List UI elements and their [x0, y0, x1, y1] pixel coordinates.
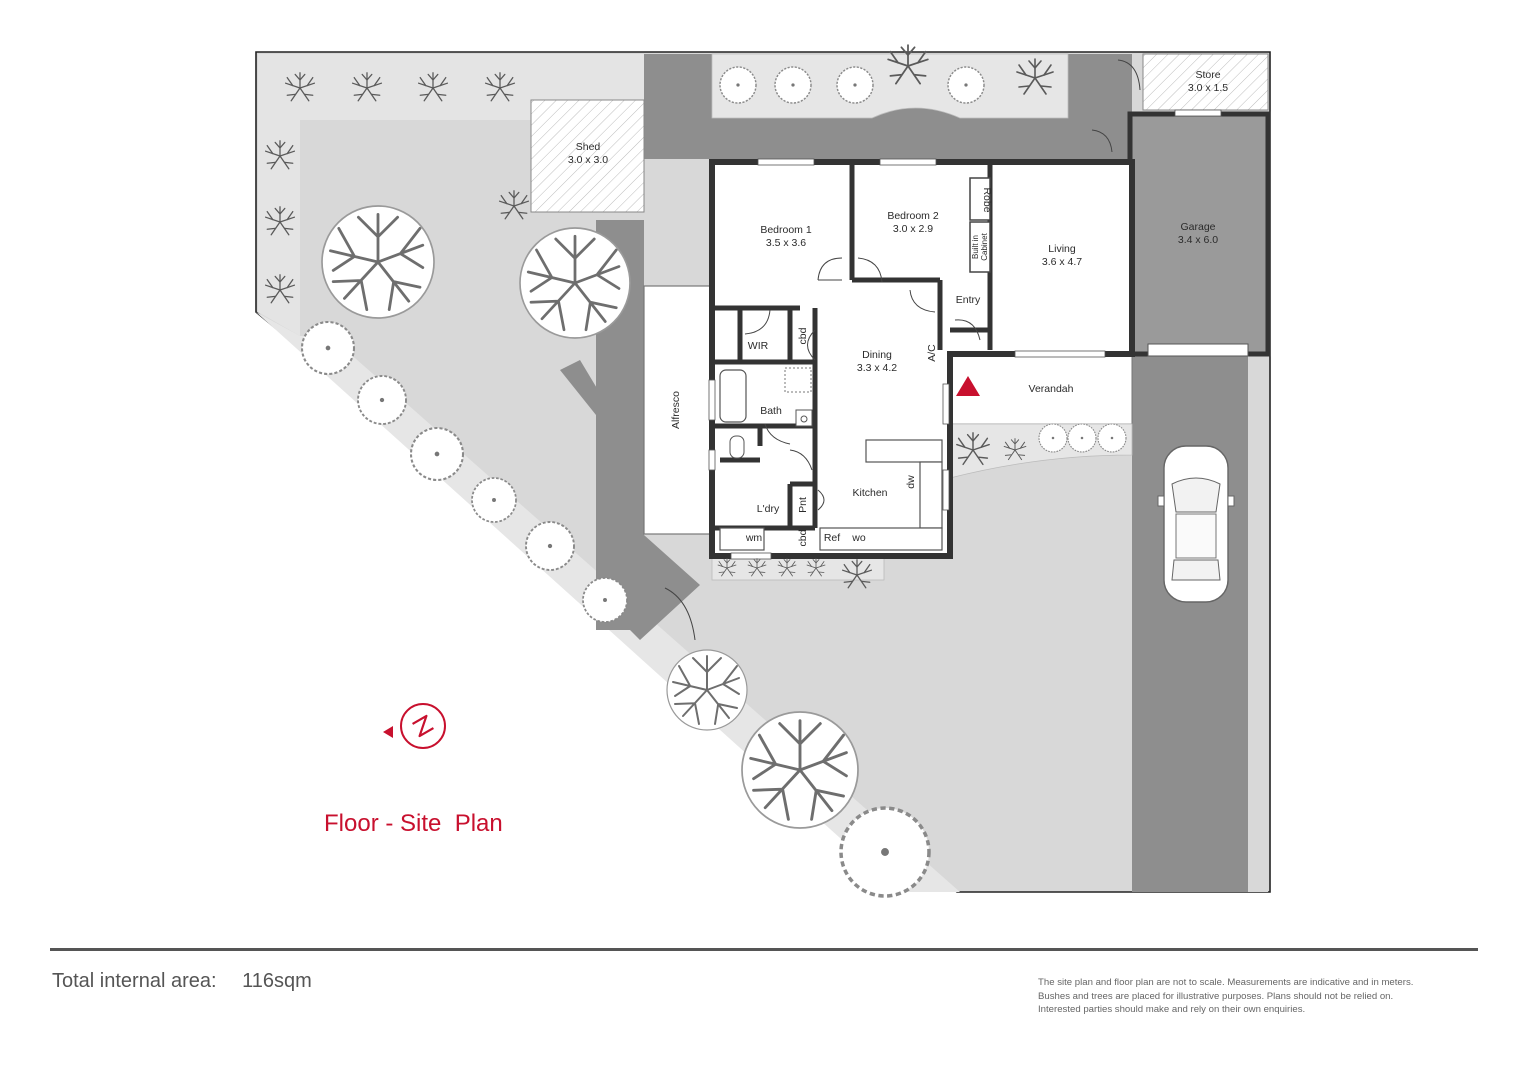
robe-label: Robe [981, 187, 993, 212]
dining-name: Dining [862, 349, 892, 361]
verandah-label: Verandah [1029, 383, 1074, 395]
cabinet-label-2: Cabinet [980, 232, 989, 260]
disclaimer-line: Bushes and trees are placed for illustra… [1038, 990, 1394, 1002]
store-name: Store [1195, 69, 1220, 81]
disclaimer-line: Interested parties should make and rely … [1038, 1004, 1306, 1015]
dw-label: dw [905, 475, 917, 489]
alfresco-label: Alfresco [670, 391, 682, 429]
bedroom2-name: Bedroom 2 [887, 210, 939, 222]
garage-size: 3.4 x 6.0 [1178, 234, 1218, 246]
total-area-label: Total internal area: [52, 970, 217, 992]
dining-size: 3.3 x 4.2 [857, 362, 897, 374]
bedroom2-size: 3.0 x 2.9 [893, 223, 933, 235]
cbd-label-top: cbd [797, 327, 809, 344]
total-area-value: 116sqm [242, 970, 312, 992]
plan-title: Floor - Site Plan [324, 810, 503, 837]
verandah [949, 353, 1133, 425]
laundry-label: L'dry [757, 503, 780, 515]
bedroom1-name: Bedroom 1 [760, 224, 812, 236]
wir-label: WIR [748, 340, 769, 352]
bath-label: Bath [760, 405, 782, 417]
disclaimer: The site plan and floor plan are not to … [1038, 976, 1488, 1017]
shed [530, 99, 645, 213]
store-size: 3.0 x 1.5 [1188, 82, 1228, 94]
cabinet-label-1: Built in [971, 235, 980, 259]
wm-label: wm [745, 532, 763, 544]
disclaimer-line: The site plan and floor plan are not to … [1038, 977, 1414, 988]
entry-marker-icon [956, 376, 980, 396]
alfresco [643, 285, 711, 535]
north-compass-icon [383, 703, 446, 749]
car-icon [1157, 445, 1235, 603]
ref-label: Ref [824, 532, 840, 544]
store [1142, 53, 1269, 111]
bedroom1-size: 3.5 x 3.6 [766, 237, 806, 249]
driveway [1132, 355, 1248, 892]
entry-label: Entry [956, 294, 981, 306]
garden-bed [258, 54, 644, 336]
garage-name: Garage [1180, 221, 1215, 233]
divider [50, 948, 1478, 951]
room-labels: Shed 3.0 x 3.0 Store 3.0 x 1.5 Bedroom 1… [568, 69, 1228, 546]
ac-label: A/C [926, 344, 938, 362]
shed-size: 3.0 x 3.0 [568, 154, 608, 166]
wo-label: wo [851, 532, 866, 544]
house-walls [664, 59, 1141, 641]
living-name: Living [1048, 243, 1076, 255]
site-plan: Shed 3.0 x 3.0 Store 3.0 x 1.5 Bedroom 1… [255, 44, 1271, 940]
pnt-label: Pnt [797, 497, 809, 513]
cbd-label-bottom: cbd [797, 529, 809, 546]
kitchen-label: Kitchen [852, 487, 887, 499]
living-size: 3.6 x 4.7 [1042, 256, 1082, 268]
total-area: Total internal area: 116sqm [52, 970, 312, 993]
shed-name: Shed [576, 141, 601, 153]
